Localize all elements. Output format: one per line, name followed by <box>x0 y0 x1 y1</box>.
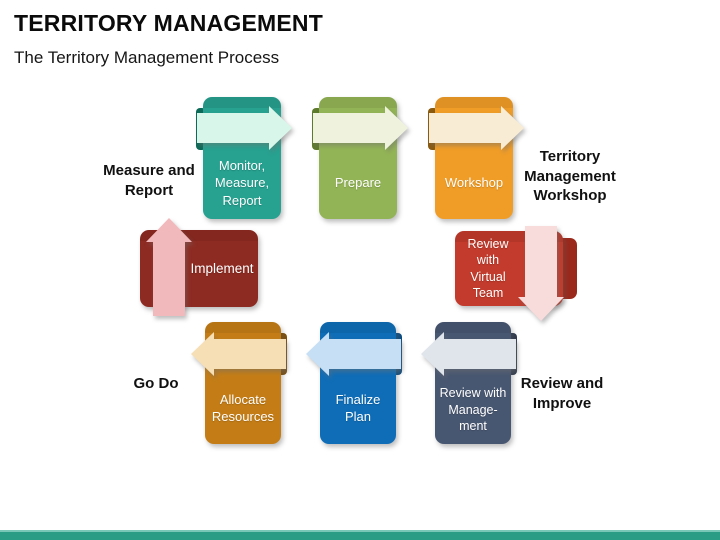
page-subtitle: The Territory Management Process <box>14 48 280 67</box>
box-tab <box>320 322 396 333</box>
step-label-allocate-resources: Allocate Resources <box>211 391 275 424</box>
box-tab <box>205 322 281 333</box>
step-label-review-with-management: Review with Manage- ment <box>439 386 507 434</box>
outside-label-review-and-improve: Review and Improve <box>520 375 604 412</box>
outside-label-go-do: Go Do <box>133 375 179 392</box>
box-tab <box>435 97 513 108</box>
outside-label-measure-and-report: Measure and Report <box>103 162 195 199</box>
box-tab <box>435 322 511 333</box>
step-label-implement: Implement <box>190 260 254 276</box>
right-arrow-icon <box>429 106 524 150</box>
up-arrow-icon <box>146 218 192 316</box>
down-arrow-icon <box>518 226 564 321</box>
step-label-prepare: Prepare <box>334 175 382 191</box>
left-arrow-icon <box>191 332 286 376</box>
footer-bar <box>0 532 720 540</box>
box-tab <box>455 231 563 242</box>
left-arrow-icon <box>306 332 401 376</box>
right-arrow-icon <box>197 106 292 150</box>
outside-label-territory-management-workshop: Territory Management Workshop <box>524 148 616 204</box>
box-tab <box>140 230 258 241</box>
step-label-review-with-virtual-team: Review with Virtual Team <box>467 236 509 301</box>
step-label-finalize-plan: Finalize Plan <box>335 391 381 424</box>
step-label-workshop: Workshop <box>444 175 504 191</box>
page-title: TERRITORY MANAGEMENT <box>14 10 323 36</box>
right-arrow-icon <box>313 106 408 150</box>
box-tab <box>203 97 281 108</box>
footer-accent-line <box>0 530 720 532</box>
step-label-monitor-measure-report: Monitor, Measure, Report <box>214 158 270 208</box>
step-box-review-with-management: Review with Manage- ment <box>435 322 511 444</box>
left-arrow-icon <box>421 332 516 376</box>
box-tab <box>319 97 397 108</box>
